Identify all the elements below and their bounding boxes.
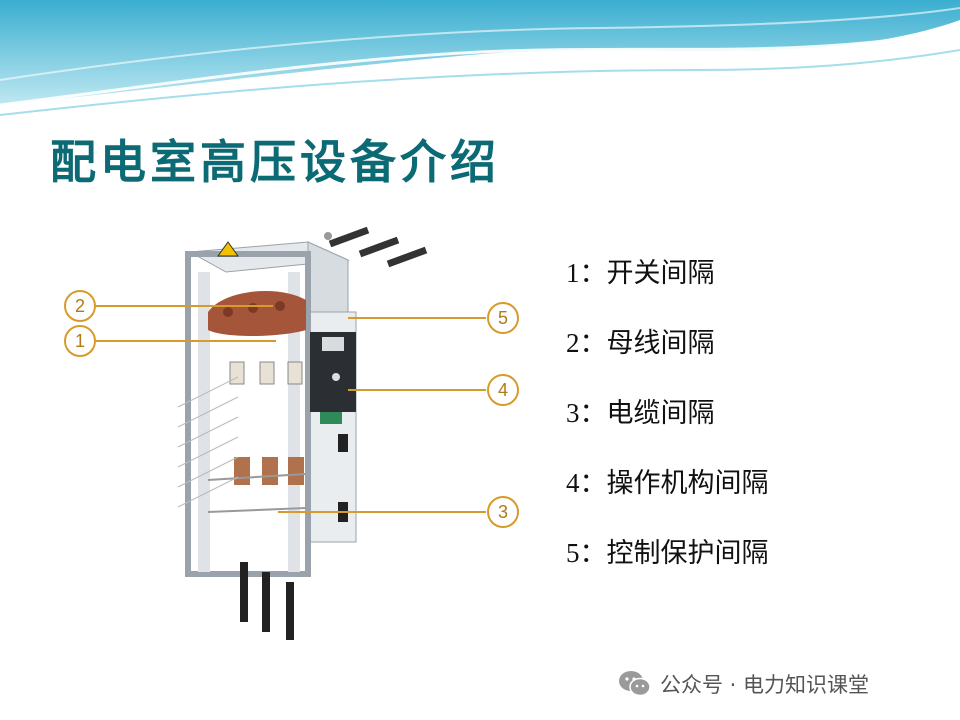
legend-item: 2：母线间隔 xyxy=(566,318,946,388)
legend-item-text: 母线间隔 xyxy=(606,328,715,358)
legend-item-number: 2： xyxy=(566,328,607,358)
callout-2: 2 xyxy=(64,290,273,322)
wechat-icon xyxy=(619,671,651,697)
guide-lines xyxy=(177,376,239,508)
legend-item-text: 控制保护间隔 xyxy=(606,538,769,568)
busbar-compartment xyxy=(208,290,306,336)
legend-item-number: 1： xyxy=(566,258,607,288)
header-wave-decoration xyxy=(0,0,960,116)
control-panel xyxy=(310,332,356,522)
legend-item-number: 4： xyxy=(566,468,607,498)
callout-1: 1 xyxy=(64,325,276,357)
callout-4: 4 xyxy=(348,374,519,406)
legend-item-text: 操作机构间隔 xyxy=(606,468,769,498)
footer-watermark: 公众号 · 电力知识课堂 xyxy=(618,664,869,704)
switch-bushings xyxy=(229,361,303,385)
callout-1-label: 1 xyxy=(75,331,85,351)
legend-list: 1：开关间隔 2：母线间隔 3：电缆间隔 4：操作机构间隔 5：控制保护间隔 xyxy=(566,248,946,598)
page-title: 配电室高压设备介绍 xyxy=(50,135,500,189)
legend-item-number: 3： xyxy=(566,398,607,428)
callout-5: 5 xyxy=(348,302,519,334)
legend-item: 3：电缆间隔 xyxy=(566,388,946,458)
legend-item: 4：操作机构间隔 xyxy=(566,458,946,528)
legend-item-number: 5： xyxy=(566,538,607,568)
callout-2-label: 2 xyxy=(75,296,85,316)
legend-item-text: 电缆间隔 xyxy=(606,398,715,428)
cable-terminations xyxy=(207,457,307,513)
bottom-cables xyxy=(240,562,294,640)
callout-3-label: 3 xyxy=(498,502,508,522)
legend-item: 1：开关间隔 xyxy=(566,248,946,318)
switchgear-diagram: 2 1 5 4 3 xyxy=(48,212,548,672)
callout-5-label: 5 xyxy=(498,308,508,328)
legend-item-text: 开关间隔 xyxy=(606,258,715,288)
callout-4-label: 4 xyxy=(498,380,508,400)
footer-text: 公众号 · 电力知识课堂 xyxy=(660,673,870,697)
callout-3: 3 xyxy=(278,496,519,528)
top-cable-rods xyxy=(324,226,428,268)
legend-item: 5：控制保护间隔 xyxy=(566,528,946,598)
